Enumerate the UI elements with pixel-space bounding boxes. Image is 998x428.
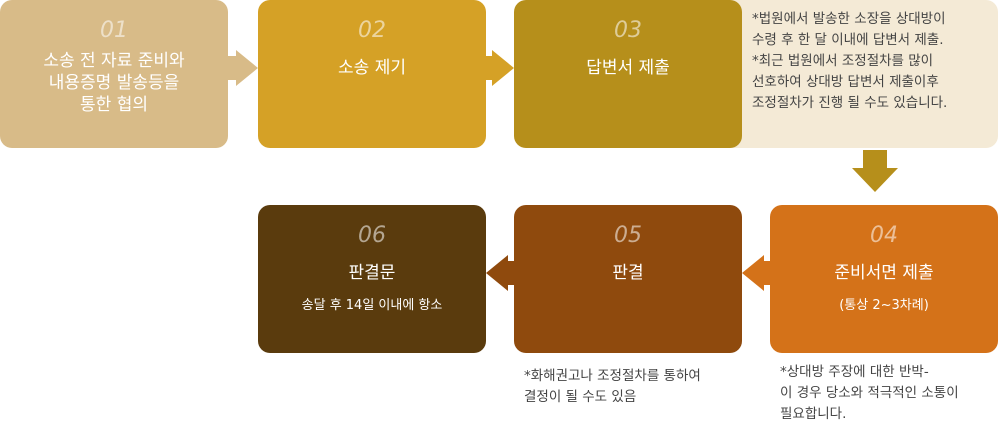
step-02-number: 02	[358, 18, 386, 43]
arrow-right-icon	[486, 56, 494, 80]
step-01-title: 소송 전 자료 준비와 내용증명 발송등을 통한 협의	[43, 51, 185, 115]
step-02-box: 02 소송 제기	[258, 0, 486, 148]
step-05-box: 05 판결	[514, 205, 742, 353]
step-02-title: 소송 제기	[338, 58, 406, 78]
step-05-number: 05	[614, 223, 642, 248]
step-03-title: 답변서 제출	[586, 58, 670, 78]
arrow-right-icon	[228, 56, 238, 80]
step-01-box: 01 소송 전 자료 준비와 내용증명 발송등을 통한 협의	[0, 0, 228, 148]
step-06-subtitle: 송달 후 14일 이내에 항소	[301, 298, 443, 313]
step-03-box: 03 답변서 제출	[514, 0, 742, 148]
arrow-down-icon	[852, 168, 898, 192]
step-04-number: 04	[870, 223, 898, 248]
step03-note-panel	[700, 0, 998, 148]
step-04-title: 준비서면 제출	[834, 263, 934, 283]
arrow-right-icon	[236, 50, 258, 86]
arrow-left-icon	[742, 255, 764, 291]
arrow-down-icon	[863, 150, 887, 170]
step03-note: *법원에서 발송한 소장을 상대방이 수령 후 한 달 이내에 답변서 제출. …	[752, 11, 948, 111]
step-04-subtitle: (통상 2~3차례)	[839, 298, 929, 313]
arrow-left-icon	[504, 261, 514, 285]
step-06-number: 06	[358, 223, 386, 248]
step-05-title: 판결	[612, 263, 644, 283]
step-06-box: 06 판결문 송달 후 14일 이내에 항소	[258, 205, 486, 353]
step-04-box: 04 준비서면 제출 (통상 2~3차례)	[770, 205, 998, 353]
arrow-right-icon	[492, 50, 514, 86]
step05-note: *화해권고나 조정절차를 통하여 결정이 될 수도 있음	[524, 368, 701, 405]
step-06-title: 판결문	[348, 263, 396, 283]
step-03-number: 03	[614, 18, 642, 43]
arrow-left-icon	[760, 261, 770, 285]
step04-note: *상대방 주장에 대한 반박- 이 경우 당소와 적극적인 소통이 필요합니다.	[780, 364, 959, 422]
step-01-number: 01	[100, 18, 128, 43]
arrow-left-icon	[486, 255, 508, 291]
